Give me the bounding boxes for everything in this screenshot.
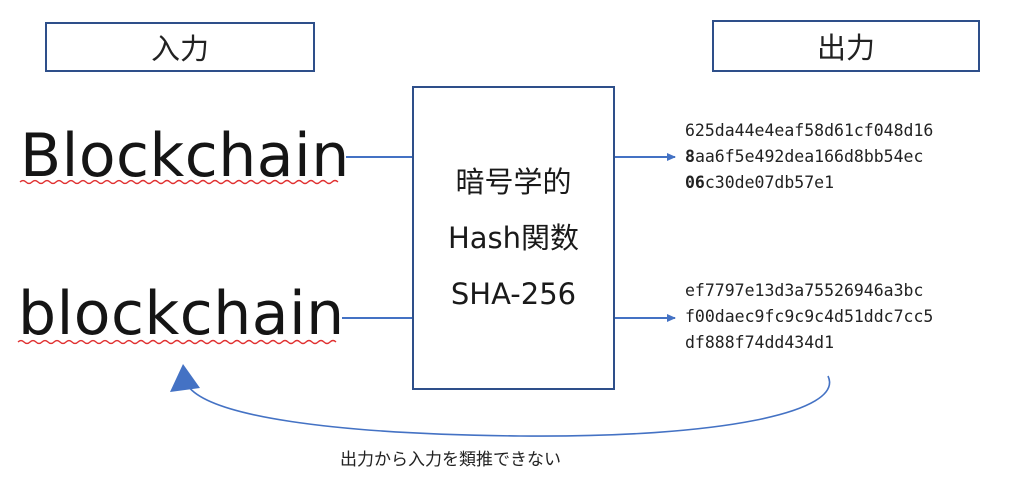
output-digest-upper: 625da44e4eaf58d61cf048d16 8aa6f5e492dea1… [685, 118, 933, 196]
input-label-box: 入力 [45, 22, 315, 72]
output-label-box: 出力 [712, 20, 980, 72]
input-word-lower: blockchain [18, 279, 345, 349]
hash-function-box: 暗号学的 Hash関数 SHA-256 [412, 86, 615, 390]
hash-function-line3: SHA-256 [450, 277, 577, 311]
digest-upper-line2: 8aa6f5e492dea166d8bb54ec [685, 147, 924, 166]
hash-function-line1: 暗号学的 [455, 165, 572, 199]
inference-arrowhead [170, 364, 200, 392]
digest-lower-line3: df888f74dd434d1 [685, 333, 835, 352]
inference-caption: 出力から入力を類推できない [340, 450, 561, 470]
output-label: 出力 [816, 31, 875, 65]
hash-function-line2: Hash関数 [447, 221, 580, 255]
input-label: 入力 [150, 32, 209, 66]
input-word-upper: Blockchain [20, 121, 350, 191]
digest-upper-line3: 06c30de07db57e1 [685, 173, 835, 192]
digest-lower-line1: ef7797e13d3a75526946a3bc [685, 281, 924, 300]
output-digest-lower: ef7797e13d3a75526946a3bc f00daec9fc9c9c4… [685, 278, 933, 356]
digest-lower-line2: f00daec9fc9c9c4d51ddc7cc5 [685, 307, 934, 326]
digest-upper-line1: 625da44e4eaf58d61cf048d16 [685, 121, 934, 140]
